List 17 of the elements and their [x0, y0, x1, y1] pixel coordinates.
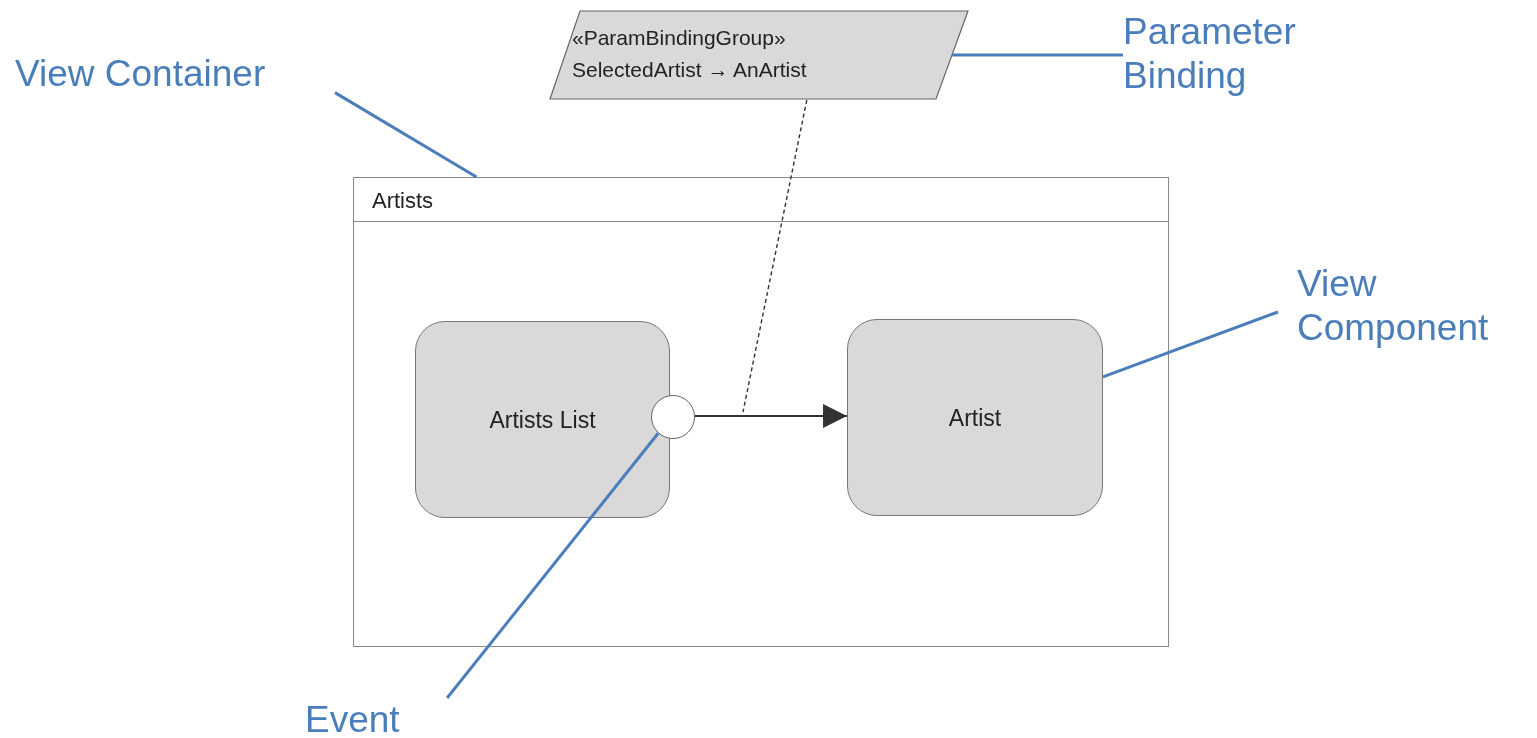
leader-line: [952, 53, 1123, 57]
parameter-binding-parallelogram: [548, 10, 970, 100]
arrow: [695, 404, 847, 428]
leader-line: [445, 432, 660, 699]
callout-label: Event: [305, 698, 465, 738]
dashed-line: [742, 99, 808, 413]
view-component-box: Artists List: [415, 321, 670, 518]
view-container-frame: [353, 177, 1169, 647]
leader-line: [334, 91, 478, 179]
stereotype-text: «ParamBindingGroup»: [572, 26, 786, 50]
container-title: Artists: [372, 188, 434, 214]
leader-line: [1102, 310, 1279, 379]
binding-text: SelectedArtist → AnArtist: [572, 58, 807, 82]
view-component-box: Artist: [847, 319, 1103, 516]
callout-label: Parameter Binding: [1123, 10, 1353, 98]
callout-label: View Component: [1297, 262, 1537, 350]
callout-label: View Container: [15, 52, 335, 96]
